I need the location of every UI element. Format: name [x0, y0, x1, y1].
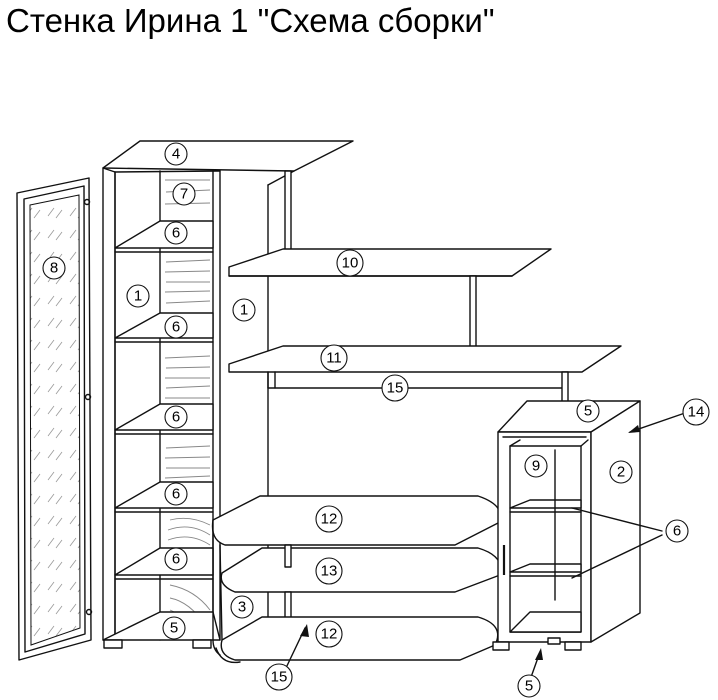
glass-door [16, 177, 93, 661]
right-cabinet [492, 400, 641, 651]
callout-circle [164, 482, 188, 506]
callout-circle [232, 298, 256, 322]
callout-number: 11 [326, 350, 342, 367]
callout-7: 6 [164, 405, 188, 429]
callout-circle [517, 674, 541, 698]
tall-cabinet [102, 140, 354, 649]
callout-number: 6 [172, 486, 180, 503]
callout-13: 15 [381, 374, 409, 402]
callout-10: 5 [162, 616, 186, 640]
callout-circle [265, 663, 293, 691]
callout-22: 2 [609, 460, 633, 484]
callout-circle [164, 405, 188, 429]
callout-circle [164, 547, 188, 571]
callout-number: 9 [532, 458, 540, 475]
callout-number: 5 [584, 403, 592, 420]
callout-number: 6 [673, 523, 681, 540]
callout-number: 13 [321, 563, 338, 580]
callout-24: 5 [517, 674, 541, 698]
callout-circle [164, 142, 188, 166]
callout-circle [320, 344, 348, 372]
callout-20: 14 [682, 398, 710, 426]
tv-stand [211, 495, 502, 664]
callout-circle [336, 249, 364, 277]
callout-1: 7 [172, 182, 196, 206]
callout-circle [609, 460, 633, 484]
callout-circle [315, 557, 343, 585]
callout-2: 6 [164, 221, 188, 245]
callout-circle [576, 399, 600, 423]
callout-number: 5 [170, 620, 178, 637]
callout-11: 10 [336, 249, 364, 277]
callout-4: 1 [126, 284, 150, 308]
callout-number: 6 [172, 225, 180, 242]
callout-number: 12 [321, 511, 338, 528]
callout-number: 6 [172, 409, 180, 426]
callout-number: 1 [240, 302, 248, 319]
callout-circle [230, 595, 254, 619]
callout-circle [172, 182, 196, 206]
callout-12: 11 [320, 344, 348, 372]
callout-circle [315, 505, 343, 533]
callout-6: 6 [164, 315, 188, 339]
callout-circle [164, 315, 188, 339]
callout-18: 15 [265, 663, 293, 691]
callout-circle [665, 519, 689, 543]
callout-17: 12 [315, 620, 343, 648]
callout-circle [42, 256, 66, 280]
callout-number: 6 [172, 319, 180, 336]
callout-number: 6 [172, 551, 180, 568]
callout-number: 7 [180, 186, 188, 203]
callout-number: 2 [617, 464, 625, 481]
leader-lines [284, 412, 686, 681]
callout-8: 6 [164, 482, 188, 506]
callout-number: 1 [134, 288, 142, 305]
callout-circle [315, 620, 343, 648]
callout-5: 1 [232, 298, 256, 322]
callout-0: 4 [164, 142, 188, 166]
callout-circle [162, 616, 186, 640]
callout-14: 12 [315, 505, 343, 533]
callout-21: 9 [524, 454, 548, 478]
callout-16: 3 [230, 595, 254, 619]
callout-15: 13 [315, 557, 343, 585]
callout-number: 15 [271, 669, 288, 686]
page-title: Стенка Ирина 1 "Схема сборки" [6, 2, 495, 39]
callout-number: 3 [238, 599, 246, 616]
callout-number: 15 [387, 380, 404, 397]
callout-19: 5 [576, 399, 600, 423]
callout-number: 5 [525, 678, 533, 695]
callout-3: 8 [42, 256, 66, 280]
callout-number: 10 [342, 255, 359, 272]
callout-circle [381, 374, 409, 402]
callout-number: 8 [50, 260, 58, 277]
callout-circle [524, 454, 548, 478]
callout-circle [126, 284, 150, 308]
callout-number: 4 [172, 146, 180, 163]
callout-circle [682, 398, 710, 426]
callout-circle [164, 221, 188, 245]
callout-number: 12 [321, 626, 338, 643]
callout-23: 6 [665, 519, 689, 543]
callout-number: 14 [688, 404, 705, 421]
callout-9: 6 [164, 547, 188, 571]
